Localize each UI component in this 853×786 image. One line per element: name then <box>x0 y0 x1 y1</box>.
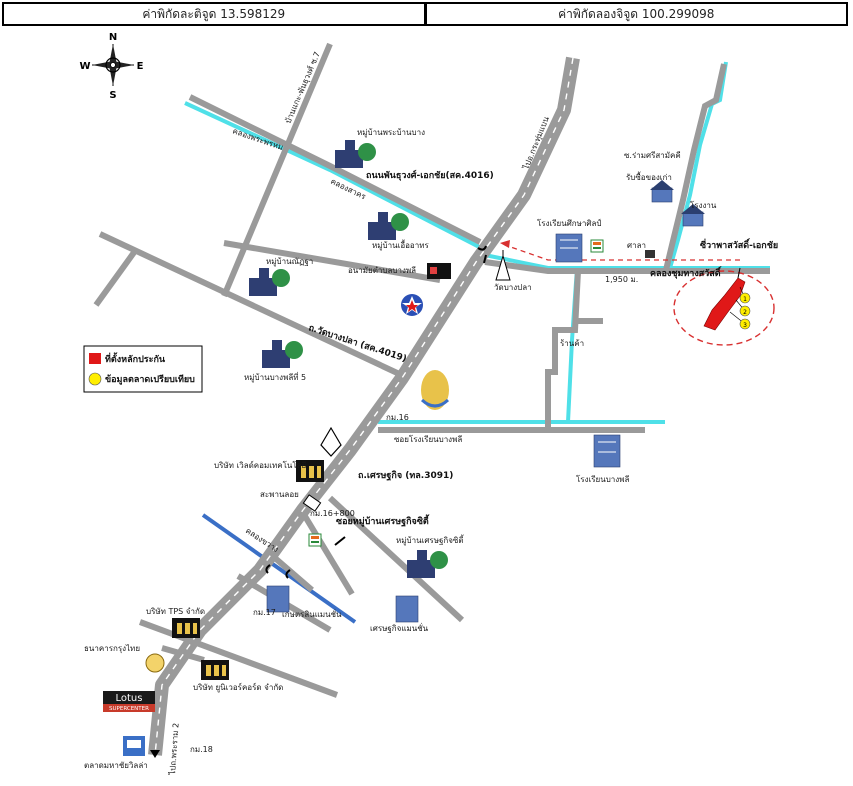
label-wat-bang-pla-rd: ถ.วัดบางปลา (สค.4019) <box>307 322 408 364</box>
coordinates-bar: ค่าพิกัดละติจูด 13.598129 ค่าพิกัดลองจิจ… <box>2 2 848 26</box>
label-company-united: บริษัท ยูนิเวอร์คอร์ด จำกัด <box>193 682 283 693</box>
label-company-world: บริษัท เวิลด์คอมเทคโนโลยี <box>214 460 306 470</box>
marker-1 <box>739 292 751 304</box>
label-factory: โรงงาน <box>690 200 717 210</box>
label-mooban-setthakit-city: หมู่บ้านเศรษฐกิจซิตี้ <box>396 534 465 546</box>
legend: ที่ตั้งหลักประกัน ข้อมูลตลาดเปรียบเทียบ <box>83 345 203 393</box>
compass-s: S <box>109 90 116 101</box>
label-sala: ศาลา <box>627 241 646 250</box>
label-km17: กม.17 <box>253 608 276 617</box>
lotus-logo: Lotus SUPERCENTER <box>103 691 155 712</box>
seven-eleven-icon <box>590 239 604 253</box>
label-sihowong-rd: ซี่วาพาสวัสดิ์-เอกชัย <box>700 238 778 251</box>
south-arrow-icon <box>150 750 160 758</box>
label-distance: 1,950 ม. <box>605 275 638 284</box>
seven-eleven-icon <box>308 533 322 547</box>
label-setthakit-mansion: เศรษฐกิจแมนชั่น <box>370 622 429 633</box>
label-soi-rongrian: ซอยโรงเรียนบางพลี <box>394 434 462 444</box>
label-saphan-loi: สะพานลอย <box>260 490 299 499</box>
marker-2 <box>739 305 751 317</box>
bank-icon <box>145 653 165 673</box>
latitude-label: ค่าพิกัดละติจูด 13.598129 <box>142 6 286 21</box>
label-rongrian-bangphli: โรงเรียนบางพลี <box>576 474 629 484</box>
marker-3 <box>739 318 751 330</box>
legend-comparable-swatch <box>88 372 102 386</box>
label-mooban-nunthuda: หมู่บ้านณัฏฐา <box>266 257 313 267</box>
lotus-name: Lotus <box>116 693 143 704</box>
canal-labels: คลองพระพรหม คลองสาคร ร้านค้า คลองชุมทางส… <box>231 126 722 554</box>
legend-comparable-label: ข้อมูลตลาดเปรียบเทียบ <box>105 374 195 385</box>
label-wat-bang-pla: วัดบางปลา <box>494 283 532 292</box>
factory-icon <box>682 211 704 227</box>
footbridge-icon <box>302 494 322 512</box>
marker-1-label: 1 <box>743 296 747 303</box>
village-icon <box>249 268 290 296</box>
label-rongrian-ekamit: โรงเรียนศึกษาศิลป์ <box>537 218 601 228</box>
village-icon <box>262 340 303 368</box>
building-icons <box>123 140 705 756</box>
label-anuphan-rd: ถนนพันธุวงศ์-เอกชัย(สค.4016) <box>366 169 494 181</box>
gas-station-icon <box>320 426 342 457</box>
label-rubsue-lek: รับซื้อของเก่า <box>626 171 672 182</box>
label-setthakit-rd: ถ.เศรษฐกิจ (ทล.3091) <box>358 470 453 481</box>
marker-2-label: 2 <box>743 309 747 316</box>
village-icon <box>335 140 376 168</box>
label-soi-setthakit: ซอยหมู่บ้านเศรษฐกิจซิตี้ <box>336 514 430 527</box>
village-icon <box>407 550 448 578</box>
marker-3-label: 3 <box>743 322 747 329</box>
legend-property-label: ที่ตั้งหลักประกัน <box>105 352 166 365</box>
lotus-sub: SUPERCENTER <box>109 706 149 712</box>
label-mooban-phrakhonbang: หมู่บ้านพระบ้านบาง <box>357 128 425 138</box>
compass-icon: N S E W <box>79 32 143 101</box>
label-company-tps: บริษัท TPS จำกัด <box>146 607 205 616</box>
main-road <box>148 56 580 758</box>
label-to-phra-ram-2: ไปถ.พระราม 2 <box>168 723 181 777</box>
label-mooban-ueaarthon: หมู่บ้านเอื้ออาทร <box>372 239 430 251</box>
intersection-markers <box>265 245 487 579</box>
canal-blue <box>201 513 357 624</box>
compass-e: E <box>137 61 144 72</box>
label-km18: กม.18 <box>190 745 213 754</box>
village-icon <box>368 212 409 240</box>
sala-icon <box>645 250 655 258</box>
longitude-label: ค่าพิกัดลองจิจูด 100.299098 <box>423 4 847 24</box>
temple-icon <box>495 254 511 281</box>
label-market: ตลาดมหาชัยวิลล่า <box>84 761 148 770</box>
house-icon <box>651 187 673 203</box>
compass-w: W <box>79 61 90 72</box>
legend-property-swatch <box>89 353 101 364</box>
label-so-ramsri: ซ.ร่ามศรีสามัคคี <box>624 151 681 160</box>
monument-icon <box>421 370 449 410</box>
label-health-center: อนามัยตำบลบางพลี <box>348 266 416 275</box>
label-khlong-sathon: ร้านค้า <box>560 339 584 348</box>
route-dashed-arrow <box>500 240 740 261</box>
label-km16-800: กม.16+800 <box>310 509 355 518</box>
label-khlong-east: คลองชุมทางสวัสดิ์ <box>650 266 722 279</box>
label-mooban-5: หมู่บ้านบางพลีที่ 5 <box>244 371 306 383</box>
label-km16: กม.16 <box>386 413 409 422</box>
property-polygon <box>703 277 746 331</box>
mansion-icon <box>395 595 419 623</box>
label-bank-krungthai: ธนาคารกรุงไทย <box>84 644 140 653</box>
minor-roads <box>93 42 770 698</box>
mansion-icon <box>266 585 290 613</box>
label-kasetsin-mansion: เกษตรสินแมนชั่น <box>282 608 342 619</box>
compass-n: N <box>109 32 117 43</box>
property-site[interactable]: 1 2 3 <box>673 267 775 346</box>
school-icon <box>593 434 621 468</box>
place-labels: หมู่บ้านพระบ้านบาง หมู่บ้านเอื้ออาทร หมู… <box>84 128 717 770</box>
